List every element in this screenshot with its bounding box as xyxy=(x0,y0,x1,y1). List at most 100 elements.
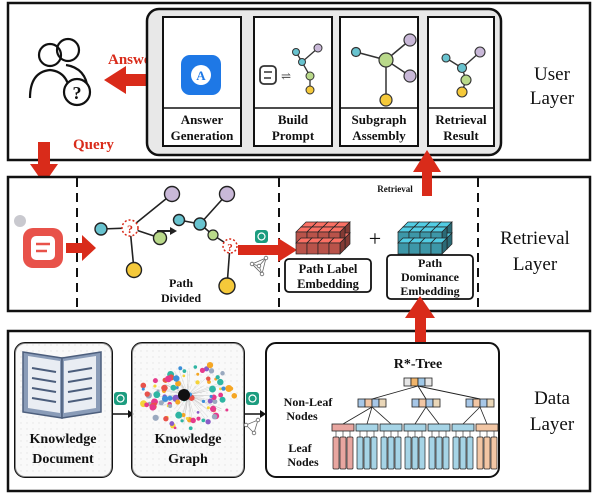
svg-text:?: ? xyxy=(127,222,133,236)
rtree-leaf-bar xyxy=(436,437,442,469)
rtree-leaf-bar xyxy=(333,437,339,469)
rtree-nonleaf-cell xyxy=(480,399,487,407)
rtree-leaf-bar xyxy=(477,437,483,469)
rtree-leaf-bar xyxy=(419,437,425,469)
kg-node xyxy=(217,379,223,385)
subgraph-assembly-line1: Subgraph xyxy=(352,112,408,127)
rtree-root-cell xyxy=(425,378,432,386)
kg-node xyxy=(212,414,217,419)
kg-node xyxy=(168,404,172,408)
kg-node xyxy=(173,375,179,381)
kg-node xyxy=(197,411,200,414)
rtree-leaf-bar xyxy=(347,437,353,469)
kg-node xyxy=(153,378,158,383)
kg-node xyxy=(201,419,205,423)
rtree-nonleaf-cell xyxy=(412,399,419,407)
path-label-embedding-line1: Path Label xyxy=(299,262,358,276)
data-layer-label-line2: Layer xyxy=(530,414,575,435)
rtree-nonleaf-cell xyxy=(372,399,379,407)
kg-node xyxy=(218,393,223,398)
kg-node xyxy=(231,393,237,399)
data-layer-label-line1: Data xyxy=(534,388,570,409)
kg-node xyxy=(174,427,177,430)
rtree-nonleaf-cell xyxy=(358,399,365,407)
kg-node xyxy=(202,400,205,403)
path-divided-line1: Path xyxy=(169,276,193,290)
kg-node xyxy=(208,399,213,404)
answer-generation-line1: Answer xyxy=(181,112,224,127)
kg-node xyxy=(230,387,234,391)
moon-icon xyxy=(14,215,26,227)
knowledge-document-line2: Document xyxy=(32,452,94,467)
svg-text:?: ? xyxy=(227,242,233,254)
rtree-leaf-bar xyxy=(340,437,346,469)
exchange-icon: ⇌ xyxy=(281,69,291,83)
nonleaf-nodes-line2: Nodes xyxy=(286,409,318,423)
rtree-leaf-header xyxy=(380,424,402,431)
rtree-leaf-header xyxy=(356,424,378,431)
leaf-nodes-line2: Nodes xyxy=(287,455,319,469)
plus-sign: + xyxy=(369,226,381,251)
subgraph-assembly-line2: Assembly xyxy=(352,128,406,143)
kg-node xyxy=(144,402,149,407)
kg-node xyxy=(196,373,199,376)
build-prompt-line2: Prompt xyxy=(272,128,315,143)
retrieval-layer-label-line1: Retrieval xyxy=(500,228,570,249)
book-icon xyxy=(23,352,101,418)
rtree-leaf-header xyxy=(476,424,498,431)
rtree-leaf-bar xyxy=(429,437,435,469)
openai-icon-3 xyxy=(246,392,259,405)
kg-node xyxy=(189,426,193,430)
rtree-leaf-bar xyxy=(357,437,363,469)
kg-node xyxy=(145,391,150,396)
kg-node xyxy=(182,375,185,378)
rtree-title: R*-Tree xyxy=(394,357,442,372)
rtree-leaf-bar xyxy=(395,437,401,469)
kg-node xyxy=(163,416,168,421)
rtree-root-cell xyxy=(411,378,418,386)
path-dominance-embedding-cubes xyxy=(398,222,452,254)
kg-node xyxy=(175,412,182,419)
rtree-nonleaf-cell xyxy=(426,399,433,407)
kg-node xyxy=(210,406,216,412)
build-prompt-line1: Build xyxy=(278,112,309,127)
rtree-leaf-bar xyxy=(371,437,377,469)
rtree-leaf-bar xyxy=(381,437,387,469)
kg-node xyxy=(209,386,216,393)
kg-node xyxy=(186,417,189,420)
rtree-leaf-bar xyxy=(388,437,394,469)
knowledge-document-line1: Knowledge xyxy=(30,432,97,447)
kg-node xyxy=(210,395,213,398)
user-layer-label-line2: Layer xyxy=(530,88,575,109)
kg-node xyxy=(154,403,157,406)
path-divided-line2: Divided xyxy=(161,291,201,305)
kg-node xyxy=(168,396,173,401)
kg-node xyxy=(178,366,182,370)
retrieval-small-label: Retrieval xyxy=(377,184,413,194)
retrieval-result-line2: Result xyxy=(443,128,479,143)
openai-icon xyxy=(255,230,268,243)
rtree-leaf-bar xyxy=(443,437,449,469)
openai-icon-2 xyxy=(114,392,127,405)
kg-node xyxy=(140,383,146,389)
kg-node xyxy=(195,380,199,384)
rtree-nonleaf-cell xyxy=(419,399,426,407)
retrieval-layer-label-line2: Layer xyxy=(513,254,558,275)
path-label-embedding-line2: Embedding xyxy=(297,277,360,291)
query-label: Query xyxy=(73,137,114,153)
svg-text:A: A xyxy=(196,68,206,83)
kg-node xyxy=(170,385,176,391)
path-dominance-embedding-line3: Embedding xyxy=(400,284,459,298)
kg-node xyxy=(207,406,210,409)
rtree-nonleaf-cell xyxy=(433,399,440,407)
rtree-leaf-bar xyxy=(405,437,411,469)
kg-node xyxy=(216,375,220,379)
retrieval-result-line1: Retrieval xyxy=(435,112,487,127)
kg-node xyxy=(169,421,174,426)
question-mark-icon: ? xyxy=(73,83,82,103)
nonleaf-nodes-line1: Non-Leaf xyxy=(284,395,334,409)
kg-node xyxy=(153,384,156,387)
kg-node xyxy=(220,371,224,375)
rtree-leaf-bar xyxy=(467,437,473,469)
